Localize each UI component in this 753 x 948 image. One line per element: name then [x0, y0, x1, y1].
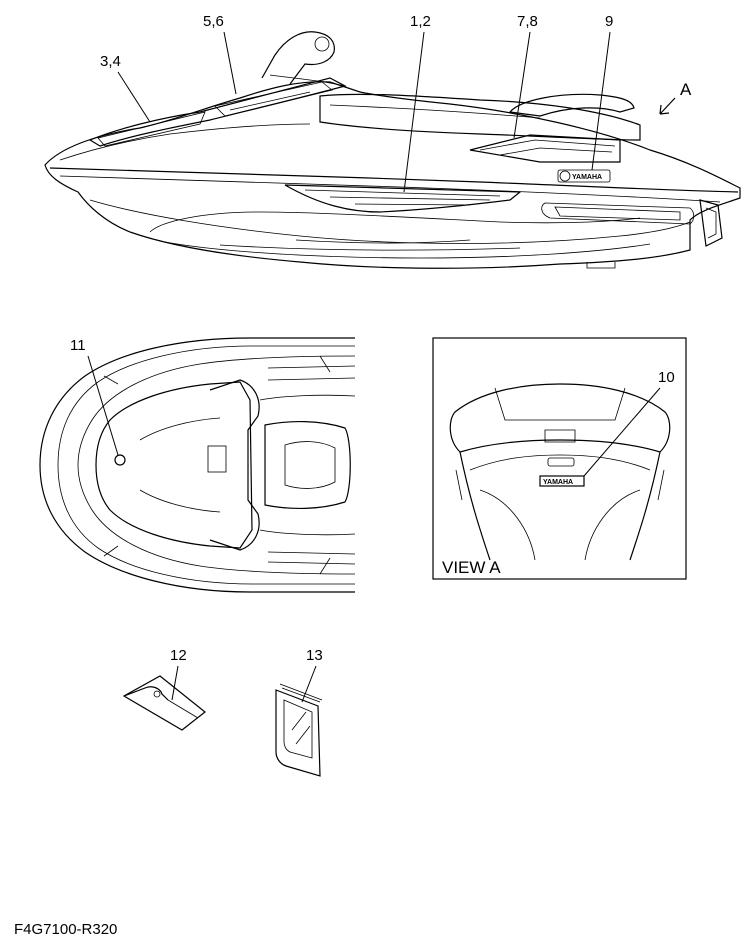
view-a-box: VIEW A YAMAHA: [432, 337, 687, 580]
watercraft-side-view: YAMAHA: [44, 31, 741, 269]
callout-11: 11: [70, 337, 86, 354]
view-a-callout: 10: [583, 369, 675, 477]
callout-7-8: 7,8: [517, 13, 538, 30]
callout-9: 9: [605, 13, 613, 30]
view-a-arrow: A: [659, 80, 692, 115]
tool-pouch-part: 12: [122, 647, 206, 731]
drawing-code: F4G7100-R320: [14, 921, 118, 938]
callout-10: 10: [658, 369, 675, 386]
callout-13: 13: [306, 647, 323, 664]
top-view-callout: 11: [70, 337, 119, 456]
watercraft-top-view: [39, 337, 356, 593]
view-a-arrow-label: A: [680, 80, 692, 99]
callout-12: 12: [170, 647, 187, 664]
callout-3-4: 3,4: [100, 53, 121, 70]
callout-5-6: 5,6: [203, 13, 224, 30]
callout-1-2: 1,2: [410, 13, 431, 30]
side-badge-text: YAMAHA: [572, 174, 602, 181]
document-bag-part: 13: [275, 647, 323, 777]
view-a-badge-text: YAMAHA: [543, 479, 573, 486]
view-a-label: VIEW A: [442, 558, 501, 577]
side-view-callouts: 3,4 5,6 1,2 7,8 9: [100, 13, 613, 193]
